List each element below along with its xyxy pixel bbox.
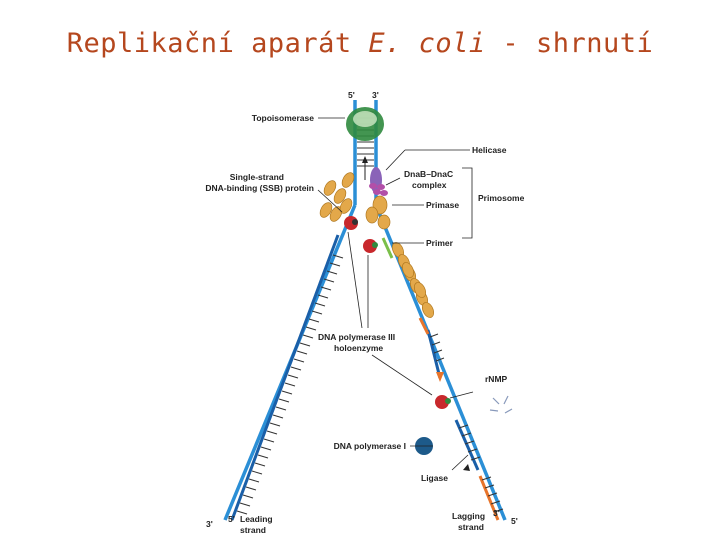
lagging-5prime-label: 5'	[511, 516, 518, 526]
rnmp-fragments	[489, 395, 513, 414]
dnab-dnac-label-line1: DnaB–DnaC	[404, 169, 453, 179]
ligase-label: Ligase	[421, 473, 448, 483]
ssb-proteins	[319, 172, 435, 318]
pol3-label-line1: DNA polymerase III	[318, 332, 395, 342]
primosome-label: Primosome	[478, 193, 525, 203]
rnmp-label: rNMP	[485, 374, 508, 384]
top-3prime-label: 3'	[372, 90, 379, 100]
pol1-label: DNA polymerase I	[334, 441, 406, 451]
helicase-label: Helicase	[472, 145, 507, 155]
lagging-strand-arm	[374, 204, 507, 521]
topoisomerase-shape	[346, 107, 384, 141]
leader-lines	[317, 117, 474, 471]
lagging-strand-label-line2: strand	[458, 522, 484, 532]
top-5prime-label: 5'	[348, 90, 355, 100]
title-organism: E. coli	[368, 28, 486, 59]
leading-strand-label-line1: Leading	[240, 514, 273, 524]
lagging-strand-label-line1: Lagging	[452, 511, 485, 521]
pol3-shapes	[344, 216, 451, 409]
leading-5prime-label: 5'	[228, 514, 235, 524]
leading-strand-arm	[223, 204, 357, 521]
primer-label: Primer	[426, 238, 454, 248]
lagging-3prime-label: 3'	[493, 508, 500, 518]
primase-label: Primase	[426, 200, 459, 210]
pol3-label-line2: holoenzyme	[334, 343, 383, 353]
topoisomerase-label: Topoisomerase	[252, 113, 314, 123]
title-part1: Replikační aparát	[66, 28, 369, 59]
dnab-dnac-label-line2: complex	[412, 180, 447, 190]
leading-strand-label-line2: strand	[240, 525, 266, 535]
helicase-shape	[369, 167, 388, 196]
primase-shape	[365, 195, 391, 230]
ssb-label-line2: DNA-binding (SSB) protein	[205, 183, 314, 193]
title-part3: - shrnutí	[485, 28, 654, 59]
leading-3prime-label: 3'	[206, 519, 213, 529]
slide-title: Replikační aparát E. coli - shrnutí	[0, 28, 720, 59]
ssb-label-line1: Single-strand	[230, 172, 284, 182]
